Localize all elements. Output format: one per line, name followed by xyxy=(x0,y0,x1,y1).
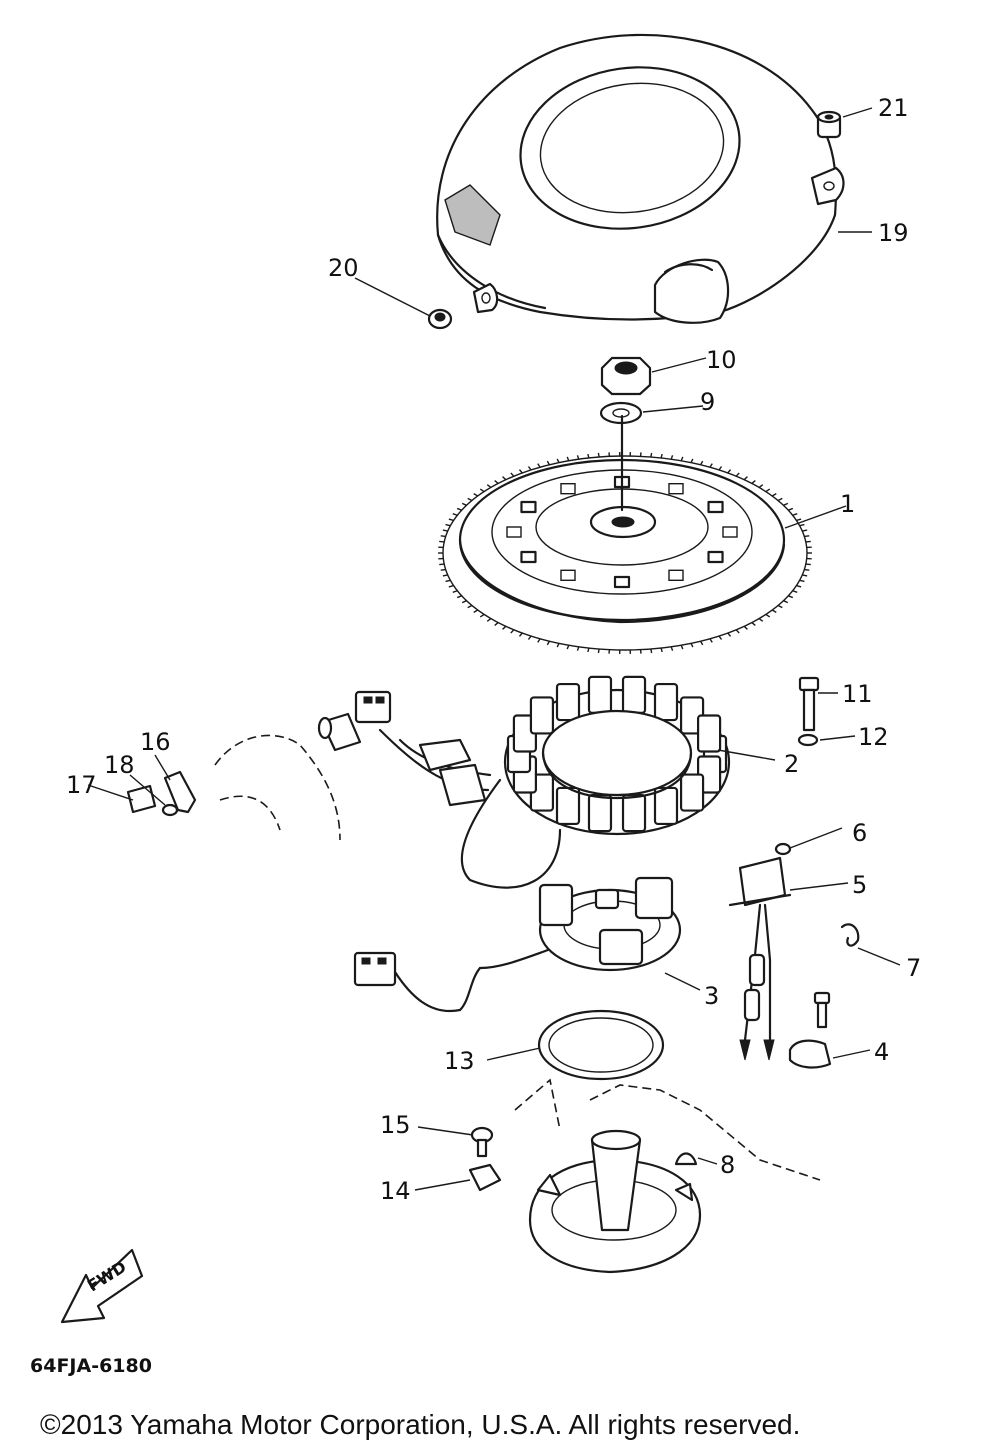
washer-part-9 xyxy=(599,401,643,425)
screw-part-6 xyxy=(774,842,792,856)
callout-1: 1 xyxy=(840,490,855,518)
screw-part-15 xyxy=(470,1126,494,1158)
stator-base-bracket xyxy=(528,1129,702,1274)
fwd-arrow-icon: FWD xyxy=(60,1248,144,1324)
callout-6: 6 xyxy=(852,819,867,847)
callout-17: 17 xyxy=(66,771,97,799)
callout-14: 14 xyxy=(380,1177,411,1205)
callout-20: 20 xyxy=(328,254,359,282)
callout-19: 19 xyxy=(878,219,909,247)
callout-5: 5 xyxy=(852,871,867,899)
leader-lines xyxy=(87,107,901,1191)
part-callouts: 1 2 3 4 5 6 7 8 9 10 11 12 13 14 15 16 1… xyxy=(66,94,921,1205)
cdi-unit xyxy=(728,856,792,1061)
diagram-code: 64FJA-6180 xyxy=(30,1355,152,1377)
callout-7: 7 xyxy=(906,954,921,982)
bolt-part-11 xyxy=(798,676,820,732)
grommet-part-20 xyxy=(427,308,453,330)
clip-part-7 xyxy=(840,923,860,947)
callout-18: 18 xyxy=(104,751,135,779)
grommet-part-21 xyxy=(816,110,842,139)
callout-8: 8 xyxy=(720,1151,735,1179)
callout-13: 13 xyxy=(444,1047,475,1075)
callout-16: 16 xyxy=(140,728,171,756)
callout-12: 12 xyxy=(858,723,889,751)
flywheel-nut xyxy=(600,356,652,396)
pulser-coil-assembly xyxy=(353,876,682,1013)
stator-wire-harness xyxy=(317,690,562,889)
bolt-part-4 xyxy=(788,991,832,1069)
engine-block-outline xyxy=(214,734,821,1181)
copyright-notice: ©2013 Yamaha Motor Corporation, U.S.A. A… xyxy=(40,1409,800,1440)
callout-9: 9 xyxy=(700,388,715,416)
flywheel-cover xyxy=(436,33,845,324)
callout-4: 4 xyxy=(874,1038,889,1066)
snap-ring xyxy=(537,1009,665,1081)
callout-3: 3 xyxy=(704,982,719,1010)
callout-11: 11 xyxy=(842,680,873,708)
flywheel-magnet-assembly xyxy=(438,414,812,654)
callout-21: 21 xyxy=(878,94,909,122)
woodruff-key xyxy=(674,1152,698,1166)
stator-coil-assembly xyxy=(503,675,731,836)
washer-part-12 xyxy=(797,733,819,747)
callout-15: 15 xyxy=(380,1111,411,1139)
bracket-part-14 xyxy=(468,1163,502,1192)
ground-lead-bracket xyxy=(126,770,197,817)
callout-10: 10 xyxy=(706,346,737,374)
callout-2: 2 xyxy=(784,750,799,778)
